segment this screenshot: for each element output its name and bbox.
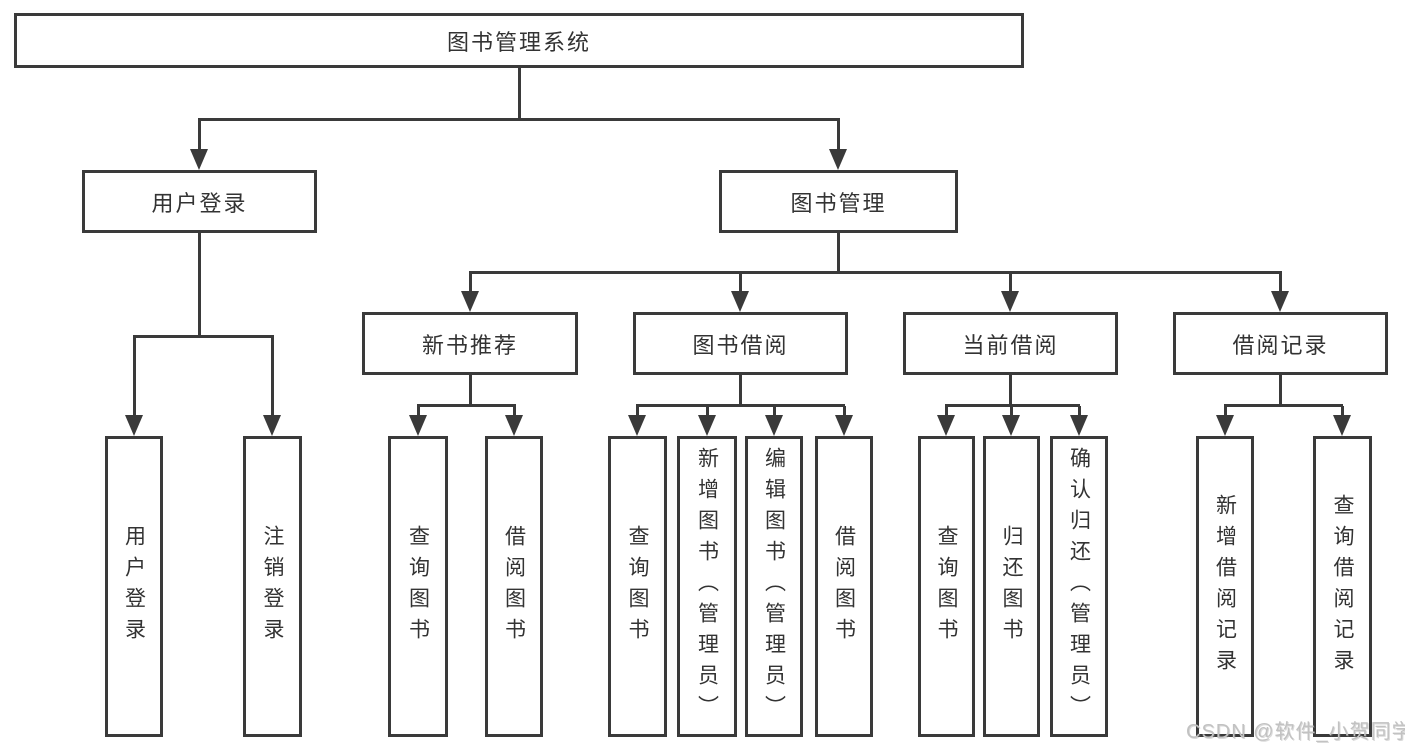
arrow-bb-borrow [835, 415, 853, 436]
connector-stem-borrow-records [1279, 274, 1282, 294]
connector-user-login-trunk [198, 233, 201, 338]
connector-stem-bb-borrow [843, 406, 846, 417]
node-user-login: 用户登录 [82, 170, 317, 233]
arrow-br-add [1216, 415, 1234, 436]
connector-stem-bb-query [636, 406, 639, 417]
arrow-bb-query [628, 415, 646, 436]
leaf-bb-query-book: 查询图书 [608, 436, 667, 737]
leaf-nb-query-book: 查询图书 [388, 436, 448, 737]
leaf-bb-borrow-book: 借阅图书 [815, 436, 873, 737]
connector-root-trunk [518, 68, 521, 120]
connector-stem-user-login [198, 121, 201, 151]
connector-book-borrow-rail [636, 404, 845, 407]
connector-stem-br-add [1224, 406, 1227, 417]
arrow-borrow-records [1271, 291, 1289, 312]
arrow-book-mgmt [829, 149, 847, 170]
connector-level3-rail [469, 271, 1282, 274]
leaf-br-add-record: 新增借阅记录 [1196, 436, 1254, 737]
connector-borrow-records-trunk [1279, 375, 1282, 406]
node-book-borrow: 图书借阅 [633, 312, 848, 375]
arrow-bb-add [698, 415, 716, 436]
leaf-cb-query-book: 查询图书 [918, 436, 975, 737]
leaf-user-login: 用户登录 [105, 436, 163, 737]
connector-stem-leaf-logout [271, 338, 274, 417]
node-root: 图书管理系统 [14, 13, 1024, 68]
connector-stem-current-borrow [1009, 274, 1012, 294]
arrow-new-book [461, 291, 479, 312]
connector-book-borrow-trunk [739, 375, 742, 406]
connector-stem-leaf-login [133, 338, 136, 417]
arrow-book-borrow [731, 291, 749, 312]
arrow-bb-edit [765, 415, 783, 436]
leaf-bb-add-book: 新增图书（管理员） [677, 436, 737, 737]
connector-user-login-rail [133, 335, 274, 338]
connector-stem-book-borrow [739, 274, 742, 294]
leaf-nb-borrow-book: 借阅图书 [485, 436, 543, 737]
connector-current-borrow-rail [945, 404, 1080, 407]
node-current-borrow: 当前借阅 [903, 312, 1118, 375]
connector-stem-bb-add [706, 406, 709, 417]
arrow-nb-query [409, 415, 427, 436]
connector-borrow-records-rail [1224, 404, 1343, 407]
connector-stem-nb-query [417, 406, 420, 417]
connector-stem-book-mgmt [837, 121, 840, 151]
leaf-logout: 注销登录 [243, 436, 302, 737]
connector-level2-rail [198, 118, 840, 121]
arrow-cb-return [1002, 415, 1020, 436]
arrow-current-borrow [1001, 291, 1019, 312]
connector-stem-nb-borrow [513, 406, 516, 417]
leaf-cb-return-book: 归还图书 [983, 436, 1040, 737]
node-new-book-rec: 新书推荐 [362, 312, 578, 375]
leaf-cb-confirm-return: 确认归还（管理员） [1050, 436, 1108, 737]
connector-stem-br-query [1341, 406, 1344, 417]
arrow-br-query [1333, 415, 1351, 436]
arrow-cb-query [937, 415, 955, 436]
connector-stem-cb-confirm [1078, 406, 1081, 417]
connector-stem-cb-query [945, 406, 948, 417]
arrow-cb-confirm [1070, 415, 1088, 436]
connector-book-mgmt-trunk [837, 233, 840, 273]
connector-stem-bb-edit [773, 406, 776, 417]
connector-stem-new-book [469, 274, 472, 294]
arrow-nb-borrow [505, 415, 523, 436]
arrow-leaf-login [125, 415, 143, 436]
leaf-bb-edit-book: 编辑图书（管理员） [745, 436, 803, 737]
connector-new-book-rail [417, 404, 516, 407]
node-book-mgmt: 图书管理 [719, 170, 958, 233]
csdn-watermark: CSDN @软件_小贺同学 [1186, 721, 1405, 743]
connector-new-book-trunk [469, 375, 472, 406]
connector-stem-cb-return [1010, 406, 1013, 417]
leaf-br-query-record: 查询借阅记录 [1313, 436, 1372, 737]
arrow-user-login [190, 149, 208, 170]
node-borrow-records: 借阅记录 [1173, 312, 1388, 375]
connector-current-borrow-trunk [1009, 375, 1012, 406]
arrow-leaf-logout [263, 415, 281, 436]
